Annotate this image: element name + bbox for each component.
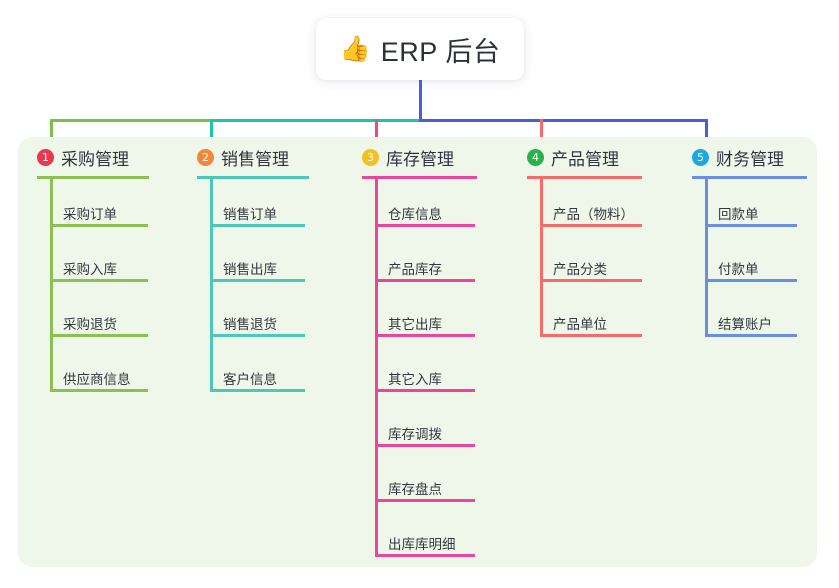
branch-header-1[interactable]: 1 采购管理 bbox=[37, 145, 129, 169]
leaf-item-rule bbox=[375, 334, 475, 337]
leaf-item-rule bbox=[375, 224, 475, 227]
leaf-item-label[interactable]: 回款单 bbox=[718, 207, 759, 222]
branch-column-4: 4 产品管理产品（物料） 产品分类产品单位 bbox=[527, 145, 642, 337]
branches-panel bbox=[18, 137, 817, 567]
leaf-item-rule bbox=[375, 279, 475, 282]
branch-title: 产品管理 bbox=[551, 149, 619, 169]
leaf-item-label[interactable]: 供应商信息 bbox=[63, 372, 131, 387]
branch-spine-line bbox=[540, 179, 543, 337]
leaf-item-label[interactable]: 销售退货 bbox=[223, 317, 277, 332]
leaf-item-rule bbox=[50, 279, 148, 282]
leaf-item-rule bbox=[50, 334, 148, 337]
leaf-item-label[interactable]: 结算账户 bbox=[718, 317, 772, 332]
leaf-item-label[interactable]: 销售出库 bbox=[223, 262, 277, 277]
leaf-item-rule bbox=[540, 279, 642, 282]
branch-number-badge: 2 bbox=[197, 148, 214, 166]
leaf-item-label[interactable]: 付款单 bbox=[718, 262, 759, 277]
leaf-item-rule bbox=[210, 334, 305, 337]
branch-number-badge: 4 bbox=[527, 148, 544, 166]
leaf-item-rule bbox=[705, 334, 797, 337]
branch-title: 财务管理 bbox=[716, 149, 784, 169]
bus-segment-blue bbox=[419, 119, 708, 122]
branch-column-2: 2 销售管理销售订单销售出库销售退货客户信息 bbox=[197, 145, 309, 392]
leaf-item-rule bbox=[705, 279, 797, 282]
branch-header-2[interactable]: 2 销售管理 bbox=[197, 145, 289, 169]
branch-number-badge: 1 bbox=[37, 148, 54, 166]
bus-segment-teal bbox=[210, 119, 422, 122]
leaf-item-label[interactable]: 产品分类 bbox=[553, 262, 607, 277]
leaf-item-label[interactable]: 销售订单 bbox=[223, 207, 277, 222]
leaf-item-rule bbox=[210, 224, 305, 227]
branch-column-1: 1 采购管理采购订单采购入库采购退货供应商信息 bbox=[37, 145, 149, 392]
branch-spine-line bbox=[705, 179, 708, 337]
leaf-item-label[interactable]: 产品单位 bbox=[553, 317, 607, 332]
leaf-item-label[interactable]: 其它入库 bbox=[388, 372, 442, 387]
leaf-item-rule bbox=[50, 224, 148, 227]
leaf-item-label[interactable]: 出库库明细 bbox=[388, 537, 456, 552]
branch-title: 库存管理 bbox=[386, 149, 454, 169]
branch-column-3: 3 库存管理仓库信息产品库存其它出库其它入库库存调拨库存盘点出库库明细 bbox=[362, 145, 477, 557]
branch-header-rule bbox=[362, 176, 477, 179]
branch-title: 销售管理 bbox=[221, 149, 289, 169]
drop-line-branch-5 bbox=[705, 119, 708, 152]
branch-header-3[interactable]: 3 库存管理 bbox=[362, 145, 454, 169]
leaf-item-rule bbox=[375, 444, 475, 447]
leaf-item-label[interactable]: 其它出库 bbox=[388, 317, 442, 332]
leaf-item-label[interactable]: 产品（物料） bbox=[553, 207, 634, 222]
root-node-card[interactable]: 👍 ERP 后台 bbox=[316, 18, 524, 80]
leaf-item-rule bbox=[375, 554, 475, 557]
branch-header-rule bbox=[692, 176, 807, 179]
branch-column-5: 5 财务管理回款单付款单结算账户 bbox=[692, 145, 807, 337]
branch-header-4[interactable]: 4 产品管理 bbox=[527, 145, 619, 169]
leaf-item-label[interactable]: 仓库信息 bbox=[388, 207, 442, 222]
leaf-item-rule bbox=[210, 279, 305, 282]
leaf-item-rule bbox=[375, 499, 475, 502]
branch-number-badge: 3 bbox=[362, 148, 379, 166]
drop-line-branch-4 bbox=[540, 119, 543, 152]
leaf-item-label[interactable]: 库存调拨 bbox=[388, 427, 442, 442]
leaf-item-label[interactable]: 库存盘点 bbox=[388, 482, 442, 497]
branch-header-5[interactable]: 5 财务管理 bbox=[692, 145, 784, 169]
leaf-item-rule bbox=[210, 389, 305, 392]
leaf-item-label[interactable]: 采购订单 bbox=[63, 207, 117, 222]
bus-segment-green bbox=[50, 119, 213, 122]
thumbs-up-icon: 👍 bbox=[339, 34, 371, 63]
root-node-title: ERP 后台 bbox=[380, 36, 501, 67]
leaf-item-label[interactable]: 客户信息 bbox=[223, 372, 277, 387]
drop-line-branch-2 bbox=[210, 119, 213, 152]
root-stem-line bbox=[419, 80, 422, 122]
leaf-item-label[interactable]: 采购退货 bbox=[63, 317, 117, 332]
branch-header-rule bbox=[37, 176, 149, 179]
drop-line-branch-3 bbox=[375, 119, 378, 152]
leaf-item-rule bbox=[50, 389, 148, 392]
leaf-item-rule bbox=[540, 224, 642, 227]
leaf-item-label[interactable]: 采购入库 bbox=[63, 262, 117, 277]
branch-number-badge: 5 bbox=[692, 148, 709, 166]
branch-spine-line bbox=[50, 179, 53, 392]
branch-spine-line bbox=[210, 179, 213, 392]
branch-header-rule bbox=[527, 176, 642, 179]
drop-line-branch-1 bbox=[50, 119, 53, 152]
leaf-item-rule bbox=[540, 334, 642, 337]
branch-title: 采购管理 bbox=[61, 149, 129, 169]
leaf-item-rule bbox=[375, 389, 475, 392]
leaf-item-rule bbox=[705, 224, 797, 227]
branch-header-rule bbox=[197, 176, 309, 179]
leaf-item-label[interactable]: 产品库存 bbox=[388, 262, 442, 277]
branch-spine-line bbox=[375, 179, 378, 557]
